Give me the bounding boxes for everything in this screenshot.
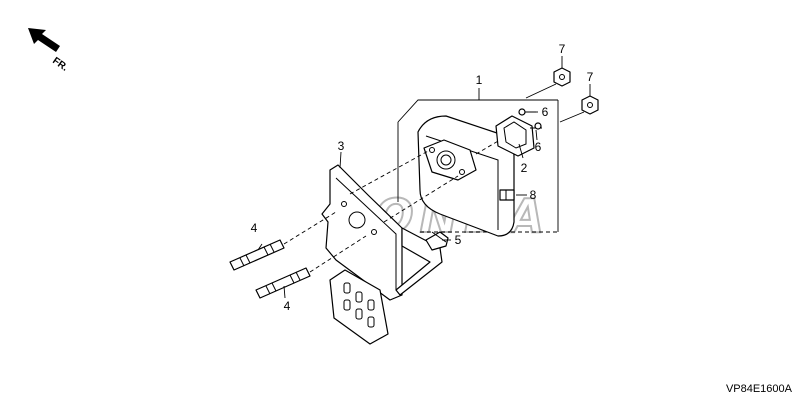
stud-bolt-lower — [255, 267, 311, 299]
heat-shield — [321, 164, 403, 301]
flange-nut-right — [581, 95, 599, 115]
callout-heat-shield: 3 — [338, 139, 345, 153]
callout-screw: 5 — [455, 233, 462, 247]
callout-stud-bolt-lower: 4 — [284, 299, 291, 313]
callout-muffler: 1 — [476, 73, 483, 87]
callout-tapping-screw-lower: 6 — [535, 140, 542, 154]
front-label: FR. — [50, 55, 70, 73]
callout-stud-bolt-upper: 4 — [251, 221, 258, 235]
callout-tapping-screw-upper: 6 — [542, 105, 549, 119]
flange-nut-left — [553, 67, 571, 87]
front-arrow-icon — [28, 28, 60, 52]
assembly-lines — [283, 139, 501, 273]
gasket — [495, 115, 535, 157]
stud-bolt-upper — [229, 239, 285, 271]
muffler-bolt — [499, 189, 515, 201]
callout-bolt: 8 — [530, 188, 537, 202]
muffler-assembly-box — [397, 99, 559, 233]
leader-lines — [257, 56, 591, 299]
callout-nut-left: 7 — [559, 42, 566, 56]
callout-gasket: 2 — [521, 161, 528, 175]
callout-nut-right: 7 — [587, 70, 594, 84]
drawing-code: VP84E1600A — [726, 383, 793, 395]
tapping-screw-lower — [530, 122, 542, 130]
